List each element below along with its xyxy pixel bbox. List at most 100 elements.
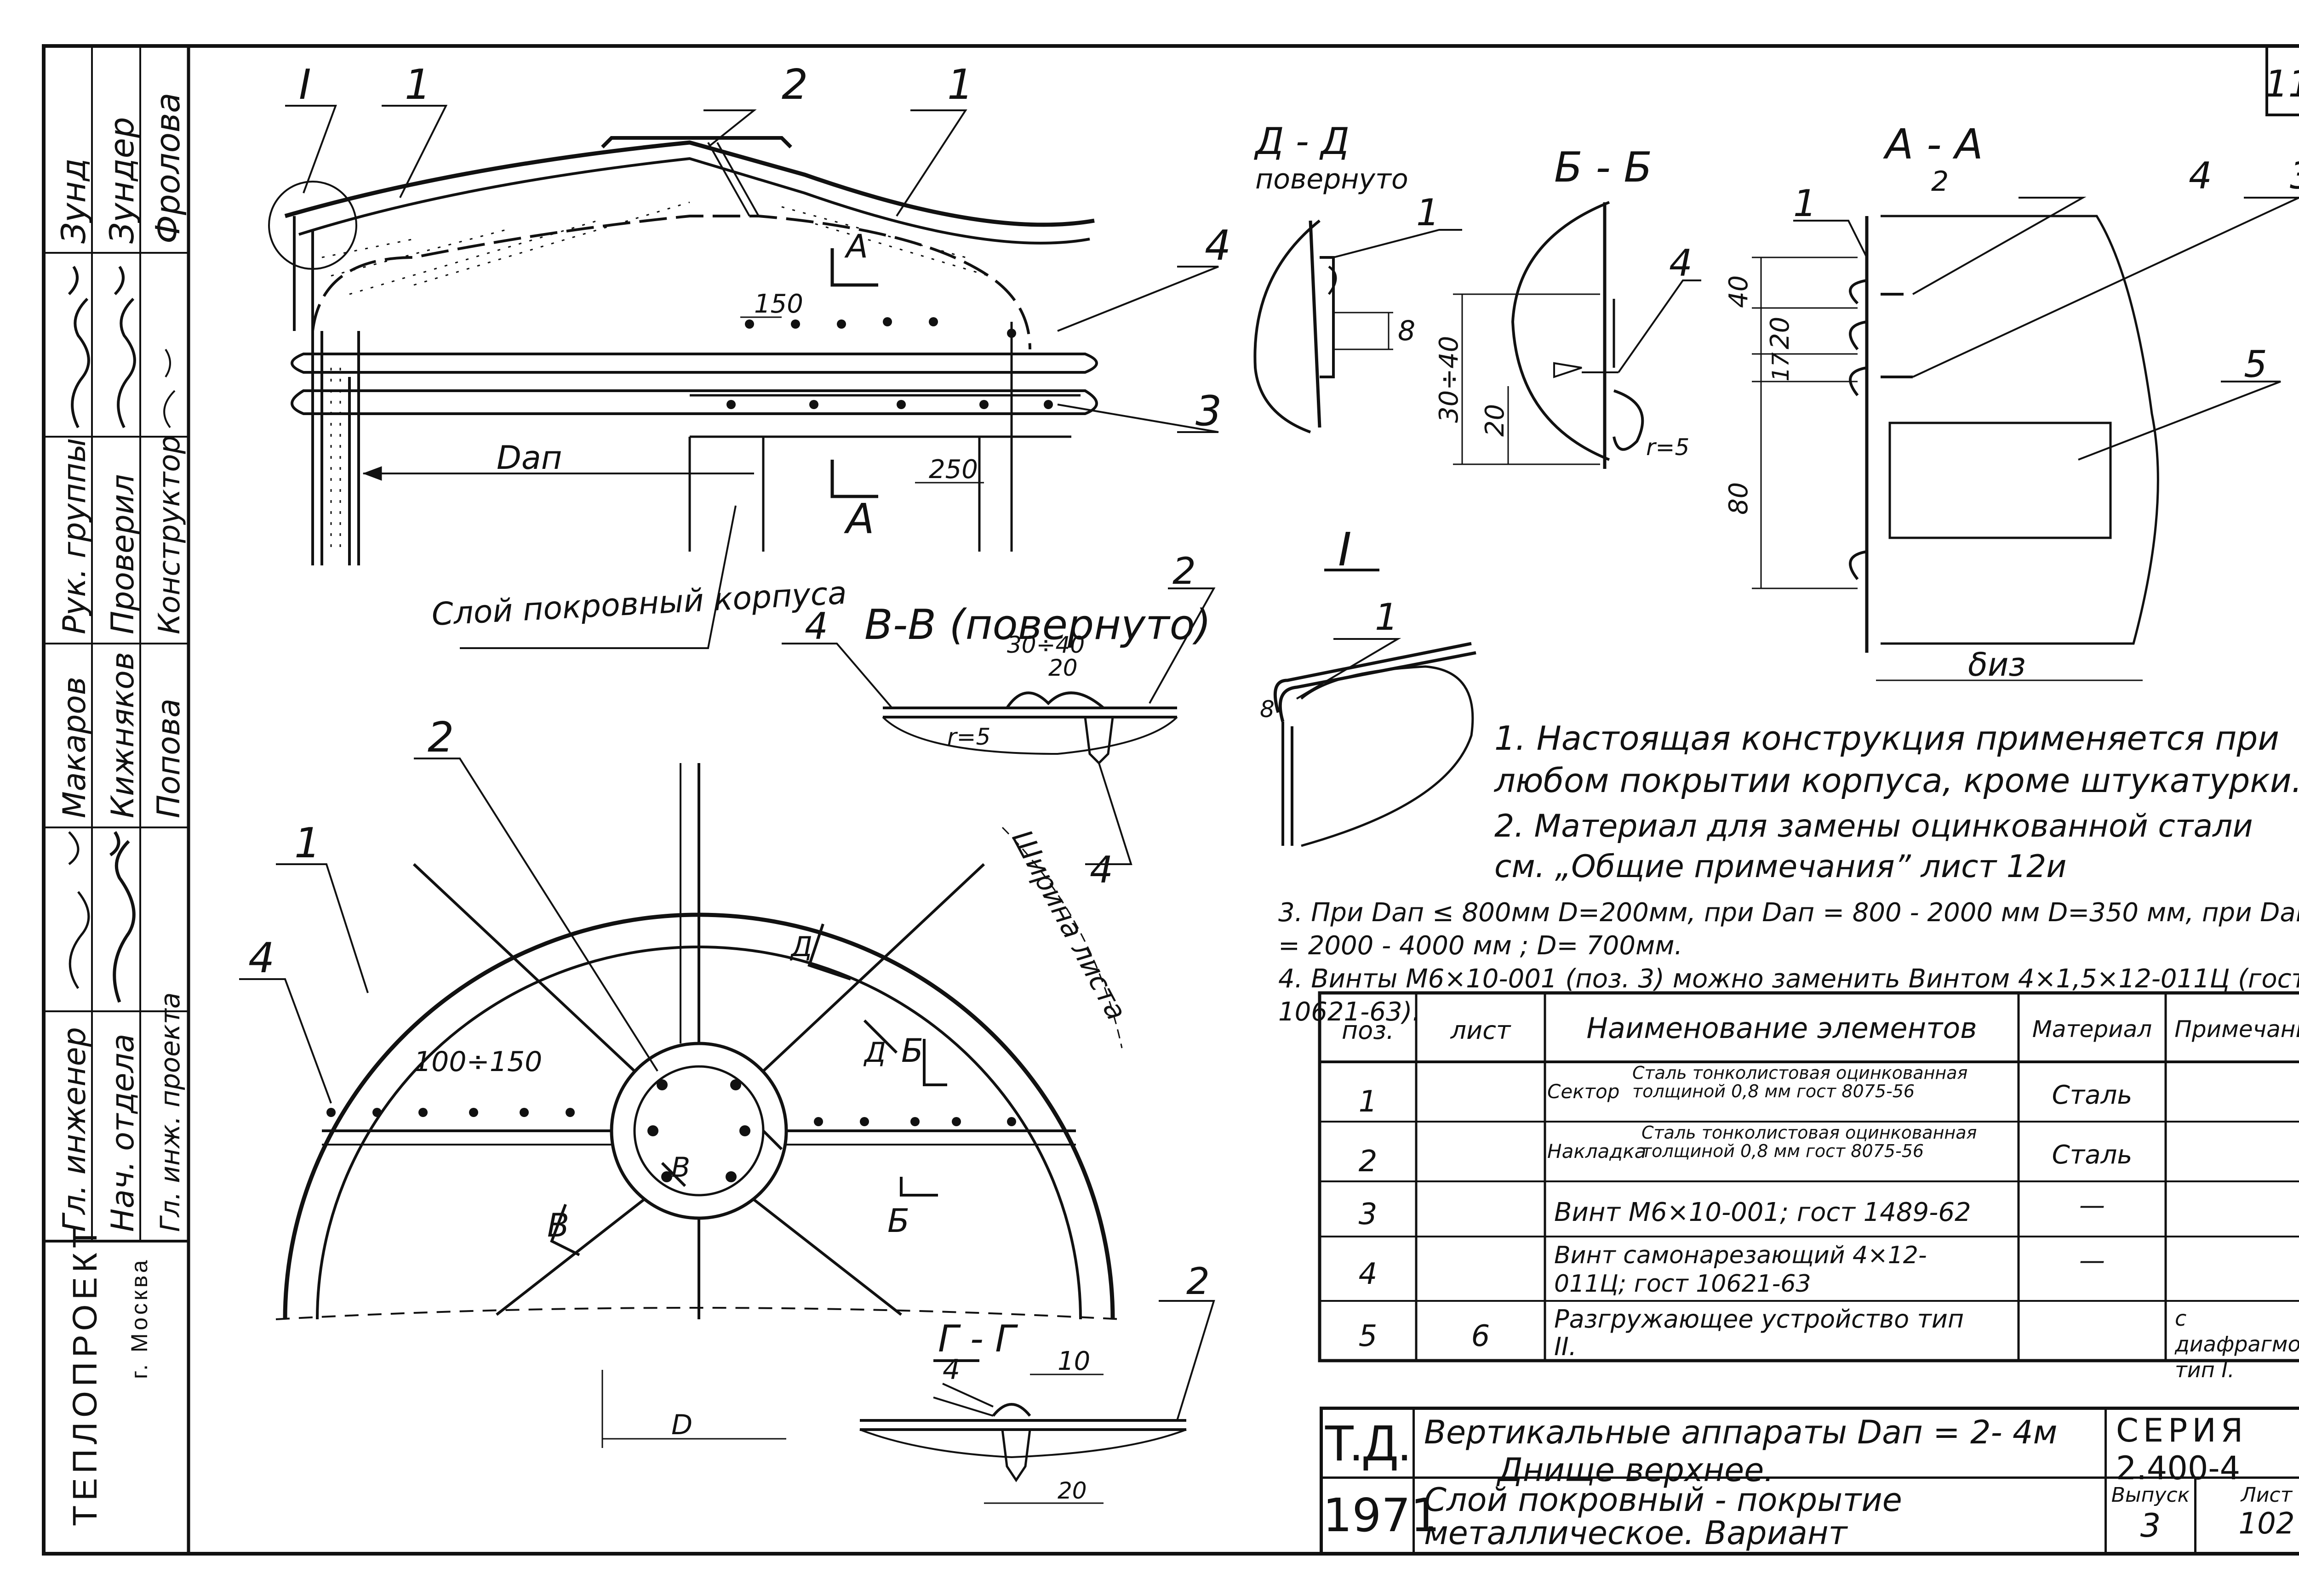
table-row: 2 Накладка Сталь тонколистовая оцинкован… bbox=[1320, 1122, 2299, 1181]
stamp-role-2: Нач. отдела bbox=[105, 1034, 141, 1232]
stamp-role-6: Конструктор bbox=[153, 435, 187, 634]
cut-v-label-2: В bbox=[671, 1151, 690, 1184]
stamp-role-1: Гл. инженер bbox=[57, 1027, 93, 1232]
cell-name: Сталь тонколистовая оцинкованная толщино… bbox=[1641, 1123, 1977, 1161]
th-note: Примечание bbox=[2174, 1016, 2299, 1043]
sheet-number: 111 bbox=[2265, 63, 2299, 105]
org-name: ТЕПЛОПРОЕКТ bbox=[66, 1223, 104, 1526]
section-dd bbox=[1253, 219, 1462, 433]
issue-cell: Выпуск 3 bbox=[2105, 1479, 2196, 1554]
table-row: 4 Винт самонарезающий 4×12-011Ц; гост 10… bbox=[1320, 1237, 2299, 1301]
th-material: Материал bbox=[2032, 1016, 2152, 1043]
section-aa bbox=[1752, 197, 2299, 681]
dim-17: 17 bbox=[1767, 352, 1794, 382]
section-aa-title: А - А bbox=[1883, 120, 1983, 169]
section-dd-title: Д - Д bbox=[1254, 120, 1350, 163]
note-line-4: 4. Винты М6×10-001 (поз. 3) можно замени… bbox=[1278, 964, 2299, 1027]
detail-i bbox=[1273, 569, 1476, 847]
cut-d-label-2: Д bbox=[863, 1037, 886, 1069]
dim-100-150: 100÷150 bbox=[414, 1046, 542, 1078]
year-cell: 1971 bbox=[1323, 1479, 1440, 1554]
note-line-3: 3. При Dап ≤ 800мм D=200мм, при Dап = 80… bbox=[1278, 898, 2299, 961]
plan-callout-1: 1 bbox=[294, 819, 320, 867]
dim-250: 250 bbox=[929, 455, 978, 484]
signature-mark bbox=[109, 831, 136, 1003]
dim-30-40: 30÷40 bbox=[1434, 336, 1464, 423]
note-line-2: 2. Материал для замены оцинкованной стал… bbox=[1494, 808, 2253, 885]
cell-material: Сталь bbox=[2052, 1140, 2133, 1170]
stamp-name-2: Кижняков bbox=[105, 652, 141, 818]
table-rows: 1 Сектор Сталь тонколистовая оцинкованна… bbox=[1320, 1062, 2299, 1383]
year-label: 1971 bbox=[1323, 1488, 1440, 1542]
title-block: Т.Д. 1971 Вертикальные аппараты Dап = 2-… bbox=[1320, 1407, 2299, 1554]
section-bb bbox=[1453, 201, 1701, 469]
cell-pos: 1 bbox=[1358, 1085, 1378, 1119]
title-line-2: Днище верхнее. bbox=[1498, 1451, 1774, 1489]
section-vv-title: В-В (повернуто) bbox=[864, 601, 1211, 649]
dim-d-plan: D bbox=[671, 1409, 692, 1441]
callout-1: 1 bbox=[405, 61, 431, 109]
callout-4: 4 bbox=[1205, 222, 1231, 270]
main-section-view bbox=[268, 105, 1219, 649]
sheet-label: Лист bbox=[2241, 1483, 2293, 1507]
section-aa-callout-2: 2 bbox=[1931, 165, 1949, 198]
title-line-3: Слой покровный - покрытие металлическое.… bbox=[1424, 1481, 1902, 1552]
section-aa-callout-1: 1 bbox=[1793, 182, 1817, 225]
dim-80: 80 bbox=[1724, 482, 1754, 515]
stamp-name-4: Зунд bbox=[54, 158, 93, 244]
callout-3: 3 bbox=[1195, 387, 1222, 435]
sheet-number-box bbox=[2265, 45, 2299, 116]
cell-name: Сталь тонколистовая оцинкованная толщино… bbox=[1632, 1063, 1968, 1101]
table-row: 1 Сектор Сталь тонколистовая оцинкованна… bbox=[1320, 1062, 2299, 1122]
section-gg-callout-2: 2 bbox=[1186, 1260, 1210, 1303]
dim-30-40b: 30÷40 bbox=[1007, 632, 1085, 658]
th-name: Наименование элементов bbox=[1586, 1011, 1977, 1045]
cell-name: Винт самонарезающий 4×12-011Ц; гост 1062… bbox=[1554, 1242, 1927, 1298]
dim-biz: δиз bbox=[1968, 646, 2026, 684]
cell-name-prefix: Накладка bbox=[1547, 1140, 1647, 1163]
side-stamp: Гл. инженер Нач. отдела Гл. инж. проекта… bbox=[44, 46, 190, 1554]
series-value: 2.400-4 bbox=[2116, 1449, 2241, 1487]
series-label: СЕРИЯ bbox=[2116, 1412, 2248, 1449]
section-gg-callout-4: 4 bbox=[943, 1354, 960, 1386]
section-aa-callout-5: 5 bbox=[2244, 343, 2267, 386]
section-bb-callout: 4 bbox=[1669, 242, 1693, 285]
note-line-1: 1. Настоящая конструкция применяется при… bbox=[1494, 719, 2299, 800]
cell-material: Сталь bbox=[2052, 1080, 2133, 1110]
cell-pos: 4 bbox=[1358, 1257, 1378, 1291]
cut-a-bottom: А bbox=[844, 495, 875, 543]
cut-b-label: Б bbox=[901, 1032, 923, 1070]
dim-150: 150 bbox=[754, 289, 803, 319]
dim-10: 10 bbox=[1058, 1346, 1090, 1376]
notes-block: 1. Настоящая конструкция применяется при… bbox=[1278, 717, 2299, 1029]
cell-name-prefix: Сектор bbox=[1547, 1080, 1620, 1103]
dim-20: 20 bbox=[1480, 404, 1510, 437]
cell-name: Разгружающее устройство тип II. bbox=[1554, 1305, 1964, 1361]
sheet-frame bbox=[42, 44, 2299, 1556]
callout-1b: 1 bbox=[947, 61, 973, 109]
table-headers: поз. лист Наименование элементов Материа… bbox=[1320, 993, 2299, 1062]
section-vv-callout-1: 4 bbox=[805, 605, 828, 648]
cell-sheet: 6 bbox=[1471, 1319, 1490, 1353]
cell-name: Винт М6×10-001; гост 1489-62 bbox=[1554, 1197, 1971, 1227]
section-gg bbox=[859, 1300, 1215, 1504]
detail-i-dim: 8 bbox=[1260, 696, 1275, 723]
cut-b-label-2: Б bbox=[887, 1202, 909, 1240]
detail-i-callout: 1 bbox=[1375, 596, 1398, 638]
signature-mark bbox=[163, 348, 176, 428]
sheet-width-label: Ширина листа bbox=[1006, 825, 1133, 1026]
section-bb-title: Б - Б bbox=[1554, 143, 1652, 192]
stamp-role-4: Рук. группы bbox=[57, 438, 93, 634]
cell-note: с диафрагмой тип I. bbox=[2175, 1306, 2299, 1382]
table-row: 5 6 Разгружающее устройство тип II. с ди… bbox=[1320, 1301, 2299, 1383]
dim-r5b: r=5 bbox=[947, 724, 990, 750]
stamp-role-5: Проверил bbox=[105, 474, 141, 634]
issue-value: 3 bbox=[2140, 1507, 2161, 1545]
issue-label: Выпуск bbox=[2111, 1483, 2190, 1507]
plan-callout-4: 4 bbox=[248, 934, 275, 982]
th-sheet: лист bbox=[1450, 1016, 1511, 1045]
table-row: 3 Винт М6×10-001; гост 1489-62 — bbox=[1320, 1181, 2299, 1237]
series-cell: СЕРИЯ 2.400-4 bbox=[2105, 1410, 2299, 1487]
org-city: г. Москва bbox=[126, 1257, 152, 1379]
